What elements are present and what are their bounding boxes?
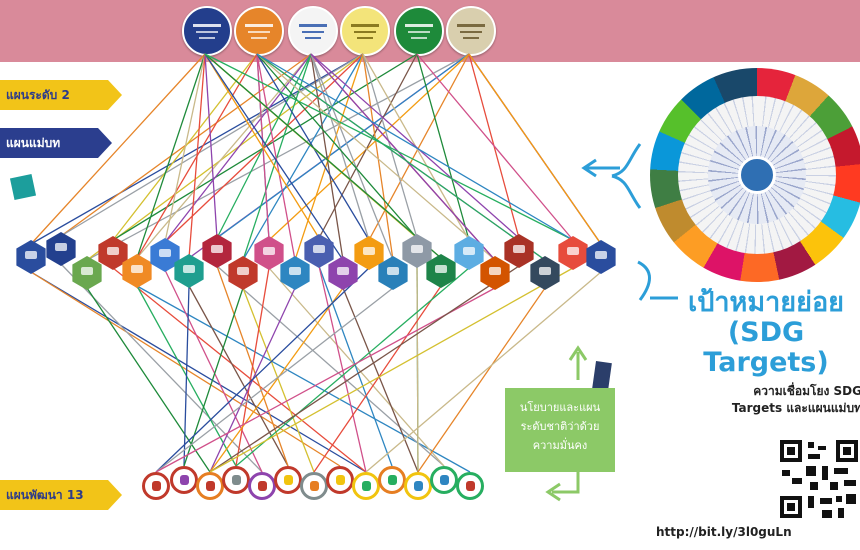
connection-line bbox=[155, 287, 394, 473]
connection-line bbox=[30, 271, 367, 473]
master-plan-hexagon bbox=[558, 236, 588, 270]
connection-line bbox=[204, 53, 320, 239]
dev-plan-circle bbox=[196, 472, 224, 500]
master-plan-tag: แผนแม่บท bbox=[0, 128, 112, 158]
connection-line bbox=[112, 267, 367, 473]
connection-line bbox=[416, 53, 470, 241]
connection-line bbox=[30, 271, 341, 467]
connection-line bbox=[416, 53, 574, 241]
connection-line bbox=[30, 53, 206, 245]
dev-plan-circle bbox=[378, 466, 406, 494]
connection-line bbox=[242, 53, 312, 261]
master-plan-hexagon bbox=[586, 240, 616, 274]
connection-line bbox=[204, 53, 442, 259]
connection-line bbox=[155, 287, 496, 473]
connection-line bbox=[204, 53, 574, 241]
level2-plan-label: แผนระดับ 2 bbox=[6, 88, 70, 102]
dev-plan-tag: แผนพัฒนา 13 bbox=[0, 480, 122, 510]
dev-plan-circle bbox=[352, 472, 380, 500]
dev-plan-circle bbox=[248, 472, 276, 500]
master-plan-label: แผนแม่บท bbox=[6, 136, 61, 150]
security-policy-box: นโยบายและแผน ระดับชาติว่าด้วย ความมั่นคง bbox=[505, 388, 615, 472]
connection-line bbox=[417, 287, 546, 473]
connection-line bbox=[155, 267, 370, 473]
connection-line bbox=[468, 53, 602, 245]
connection-line bbox=[209, 287, 344, 473]
top-plan-badge-1 bbox=[182, 6, 232, 56]
sdg-title-en: (SDG Targets) bbox=[703, 317, 829, 378]
connection-line bbox=[235, 267, 470, 467]
connection-line bbox=[362, 53, 394, 261]
sdg-targets-title: เป้าหมายย่อย (SDG Targets) bbox=[666, 288, 860, 378]
connection-line bbox=[310, 53, 370, 241]
sdg-link-url[interactable]: http://bit.ly/3l0guLn bbox=[656, 525, 792, 539]
connection-line bbox=[183, 285, 190, 467]
connection-line bbox=[188, 53, 206, 259]
connection-line bbox=[310, 53, 394, 261]
connection-line bbox=[209, 267, 574, 473]
policy-line-3: ความมั่นคง bbox=[532, 439, 588, 452]
connection-line bbox=[416, 265, 419, 473]
connection-line bbox=[216, 53, 470, 239]
connection-line bbox=[310, 53, 520, 239]
connection-line bbox=[204, 53, 344, 261]
sdg-link-description: ความเชื่อมโยง SDG Targets และแผนแม่บท bbox=[652, 383, 860, 417]
connection-line bbox=[164, 53, 206, 243]
master-plan-hexagon bbox=[530, 256, 560, 290]
desc-line-2: Targets และแผนแม่บท bbox=[731, 401, 860, 415]
qr-code-graphic bbox=[780, 440, 858, 518]
connection-line bbox=[136, 53, 312, 259]
policy-line-2: ระดับชาติว่าด้วย bbox=[520, 420, 600, 433]
top-plan-badge-2 bbox=[234, 6, 284, 56]
connection-line bbox=[86, 53, 364, 261]
policy-line-1: นโยบายและแผน bbox=[519, 401, 601, 414]
sdg-wheel bbox=[650, 68, 860, 282]
dev-plan-circle bbox=[456, 472, 484, 500]
qr-code[interactable] bbox=[778, 438, 860, 520]
connection-line bbox=[204, 53, 218, 239]
connection-line bbox=[256, 53, 296, 261]
connection-line bbox=[216, 53, 312, 239]
connection-line bbox=[256, 53, 546, 261]
connection-line bbox=[136, 53, 206, 259]
connection-line bbox=[235, 267, 270, 467]
dev-plan-label: แผนพัฒนา 13 bbox=[6, 488, 84, 502]
connection-line bbox=[365, 271, 602, 473]
dev-plan-circle bbox=[404, 472, 432, 500]
top-plan-badge-4 bbox=[340, 6, 390, 56]
dev-plan-circle bbox=[142, 472, 170, 500]
connection-line bbox=[268, 53, 470, 241]
desc-line-1: ความเชื่อมโยง SDG bbox=[753, 384, 860, 398]
connection-line bbox=[86, 53, 470, 261]
connection-line bbox=[86, 287, 211, 473]
connection-line bbox=[164, 269, 263, 473]
connection-line bbox=[242, 287, 315, 473]
connection-line bbox=[318, 265, 367, 473]
connection-line bbox=[294, 53, 364, 261]
connection-line bbox=[362, 53, 418, 239]
level2-plan-tag: แผนระดับ 2 bbox=[0, 80, 122, 110]
connection-line bbox=[60, 53, 364, 237]
connection-line bbox=[242, 53, 364, 261]
connection-line bbox=[310, 53, 496, 261]
connection-line bbox=[313, 285, 442, 473]
connection-line bbox=[216, 265, 445, 467]
sdg-title-thai: เป้าหมายย่อย bbox=[688, 287, 844, 318]
top-plan-badge-5 bbox=[394, 6, 444, 56]
connection-line bbox=[136, 285, 471, 473]
connection-line bbox=[256, 53, 418, 239]
connection-line bbox=[256, 53, 496, 261]
connection-line bbox=[209, 265, 520, 473]
connection-line bbox=[164, 53, 312, 243]
connection-line bbox=[256, 53, 574, 241]
top-plan-badge-6 bbox=[446, 6, 496, 56]
connection-line bbox=[342, 287, 419, 473]
connection-line bbox=[318, 265, 393, 467]
